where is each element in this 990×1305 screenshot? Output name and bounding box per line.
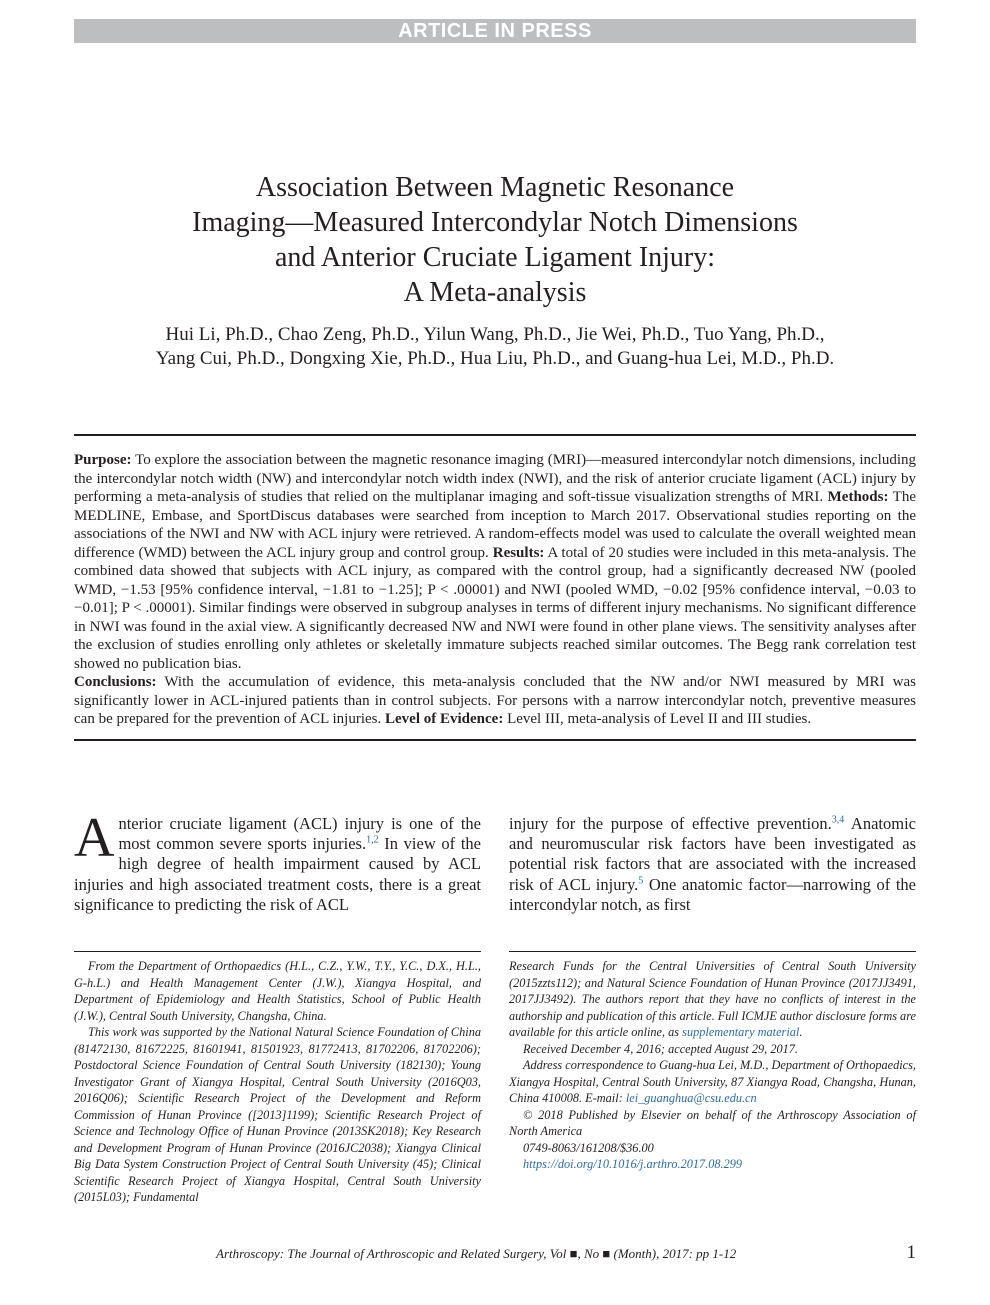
purpose-text: To explore the association between the m…	[74, 452, 916, 505]
purpose-label: Purpose:	[74, 452, 132, 468]
level-of-evidence-label: Level of Evidence:	[385, 711, 504, 727]
methods-text: The MEDLINE, Embase, and SportDiscus dat…	[74, 489, 916, 561]
copyright-note: © 2018 Published by Elsevier on behalf o…	[509, 1107, 916, 1139]
title-line: and Anterior Cruciate Ligament Injury:	[274, 242, 716, 273]
journal-citation: Arthroscopy: The Journal of Arthroscopic…	[216, 1246, 737, 1261]
article-title: Association Between Magnetic Resonance I…	[74, 170, 916, 310]
reference-link[interactable]: 1,2	[366, 834, 379, 846]
conclusions-label: Conclusions:	[74, 674, 157, 690]
level-of-evidence-text: Level III, meta-analysis of Level II and…	[503, 711, 812, 727]
doi-note: https://doi.org/10.1016/j.arthro.2017.08…	[509, 1156, 916, 1173]
body-text: In view of the high degree of health imp…	[74, 834, 481, 914]
received-note: Received December 4, 2016; accepted Augu…	[523, 1041, 798, 1056]
conclusions-text: With the accumulation of evidence, this …	[74, 674, 916, 727]
body-text: One anatomic factor—narrowing of the int…	[509, 874, 916, 914]
page-number: 1	[906, 1242, 917, 1263]
affiliation-note: From the Department of Orthopaedics (H.L…	[74, 959, 481, 1023]
body-text: nterior cruciate ligament (ACL) injury i…	[118, 814, 481, 854]
body-text: injury for the purpose of effective prev…	[509, 814, 832, 833]
title-line: Imaging—Measured Intercondylar Notch Dim…	[192, 207, 798, 238]
article-in-press-banner: ARTICLE IN PRESS	[74, 19, 916, 43]
author-list: Hui Li, Ph.D., Chao Zeng, Ph.D., Yilun W…	[74, 323, 916, 371]
issn-note: 0749-8063/161208/$36.00	[523, 1140, 654, 1155]
reference-link[interactable]: 5	[638, 875, 644, 887]
abstract: Purpose: To explore the association betw…	[74, 434, 916, 741]
supplementary-material-link[interactable]: supplementary material	[682, 1025, 800, 1039]
abstract-text: Purpose: To explore the association betw…	[74, 451, 916, 729]
body-column-right: injury for the purpose of effective prev…	[509, 814, 916, 915]
funding-note: This work was supported by the National …	[74, 1025, 481, 1204]
footnotes-left: From the Department of Orthopaedics (H.L…	[74, 958, 481, 1206]
email-link[interactable]: lei_guanghua@csu.edu.cn	[625, 1091, 757, 1105]
body-text: Anatomic and neuromuscular risk factors …	[509, 814, 916, 894]
author-line: Yang Cui, Ph.D., Dongxing Xie, Ph.D., Hu…	[155, 348, 835, 369]
doi-link[interactable]: https://doi.org/10.1016/j.arthro.2017.08…	[523, 1157, 743, 1171]
footnotes-right: Research Funds for the Central Universit…	[509, 958, 916, 1173]
funding-note-continued: Research Funds for the Central Universit…	[509, 958, 916, 1041]
address-text: Address correspondence to Guang-hua Lei,…	[509, 1058, 916, 1105]
correspondence-note: Address correspondence to Guang-hua Lei,…	[509, 1057, 916, 1107]
reference-link[interactable]: 3,4	[831, 814, 845, 826]
funding-cont-text: Research Funds for the Central Universit…	[509, 959, 916, 1039]
title-line: Association Between Magnetic Resonance	[255, 172, 735, 203]
drop-cap: A	[74, 807, 115, 869]
results-label: Results:	[492, 544, 545, 561]
methods-label: Methods:	[827, 489, 889, 505]
author-line: Hui Li, Ph.D., Chao Zeng, Ph.D., Yilun W…	[165, 324, 825, 345]
footnote-divider	[509, 951, 916, 952]
footnote-divider	[74, 951, 481, 952]
title-line: A Meta-analysis	[403, 277, 587, 308]
funding-cont-end: .	[799, 1025, 803, 1039]
results-text: A total of 20 studies were included in t…	[74, 544, 916, 672]
